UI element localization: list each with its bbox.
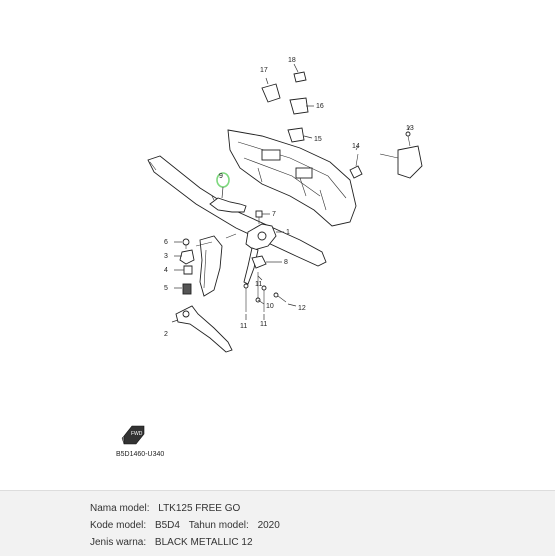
grip-assembly bbox=[195, 233, 237, 297]
diagram-code: B5D1460-U340 bbox=[116, 451, 164, 458]
model-name-label: Nama model: bbox=[90, 503, 150, 514]
part-4-bolt bbox=[183, 265, 193, 275]
callout-6: 6 bbox=[164, 239, 168, 246]
color-value: BLACK METALLIC 12 bbox=[154, 537, 253, 548]
fwd-label: FWD bbox=[131, 431, 143, 437]
model-name-value: LTK125 FREE GO bbox=[158, 503, 241, 514]
part-12-screw bbox=[273, 292, 287, 303]
callout-11a: 11 bbox=[240, 323, 247, 330]
handle-cover bbox=[227, 129, 357, 227]
part-18-clip bbox=[293, 71, 307, 83]
callout-17: 17 bbox=[260, 67, 268, 74]
callout-12: 12 bbox=[298, 305, 306, 312]
part-3-holder bbox=[179, 249, 195, 265]
callout-5: 5 bbox=[164, 285, 168, 292]
callout-9: 9 bbox=[219, 173, 223, 180]
model-year-value: 2020 bbox=[257, 520, 280, 531]
callout-10: 10 bbox=[266, 303, 274, 310]
callout-11c: 11 bbox=[255, 281, 262, 288]
part-8-bracket bbox=[251, 255, 267, 269]
callout-1: 1 bbox=[286, 229, 290, 236]
callout-16: 16 bbox=[316, 103, 324, 110]
lever-bracket bbox=[243, 223, 277, 285]
model-year-label: Tahun model: bbox=[188, 520, 249, 531]
handlebar bbox=[147, 155, 327, 267]
part-9-switch-highlighted bbox=[209, 172, 247, 213]
callouts: 1 2 3 4 5 6 7 8 9 10 11 11 11 12 13 14 1… bbox=[164, 57, 414, 338]
part-17-switch bbox=[261, 83, 281, 103]
leader-lines bbox=[171, 63, 411, 323]
exploded-parts-diagram: 1 2 3 4 5 6 7 8 9 10 11 11 11 12 13 14 1… bbox=[116, 57, 423, 458]
callout-13: 13 bbox=[406, 125, 414, 132]
part-13-switch bbox=[379, 131, 423, 179]
part-6-bolt bbox=[182, 238, 190, 249]
part-5-spring bbox=[182, 283, 192, 295]
fwd-arrow-icon: FWD bbox=[121, 425, 145, 445]
callout-4: 4 bbox=[164, 267, 168, 274]
model-info-panel: Nama model: LTK125 FREE GO Kode model: B… bbox=[0, 490, 555, 556]
callout-7: 7 bbox=[272, 211, 276, 218]
color-label: Jenis warna: bbox=[90, 537, 147, 548]
callout-3: 3 bbox=[164, 253, 168, 260]
part-14-connector bbox=[349, 153, 363, 179]
model-code-label: Kode model: bbox=[90, 520, 147, 531]
callout-11b: 11 bbox=[260, 321, 267, 328]
callout-2: 2 bbox=[164, 331, 168, 338]
part-15-switch bbox=[287, 127, 305, 143]
model-code-row: Kode model: B5D4 Tahun model: 2020 bbox=[90, 520, 280, 531]
model-name-row: Nama model: LTK125 FREE GO bbox=[90, 503, 240, 514]
callout-15: 15 bbox=[314, 136, 322, 143]
color-row: Jenis warna: BLACK METALLIC 12 bbox=[90, 537, 253, 548]
callout-18: 18 bbox=[288, 57, 296, 64]
callout-8: 8 bbox=[284, 259, 288, 266]
callout-14: 14 bbox=[352, 143, 360, 150]
brake-lever bbox=[175, 305, 233, 353]
model-code-value: B5D4 bbox=[154, 520, 180, 531]
part-16-switch bbox=[289, 97, 309, 115]
